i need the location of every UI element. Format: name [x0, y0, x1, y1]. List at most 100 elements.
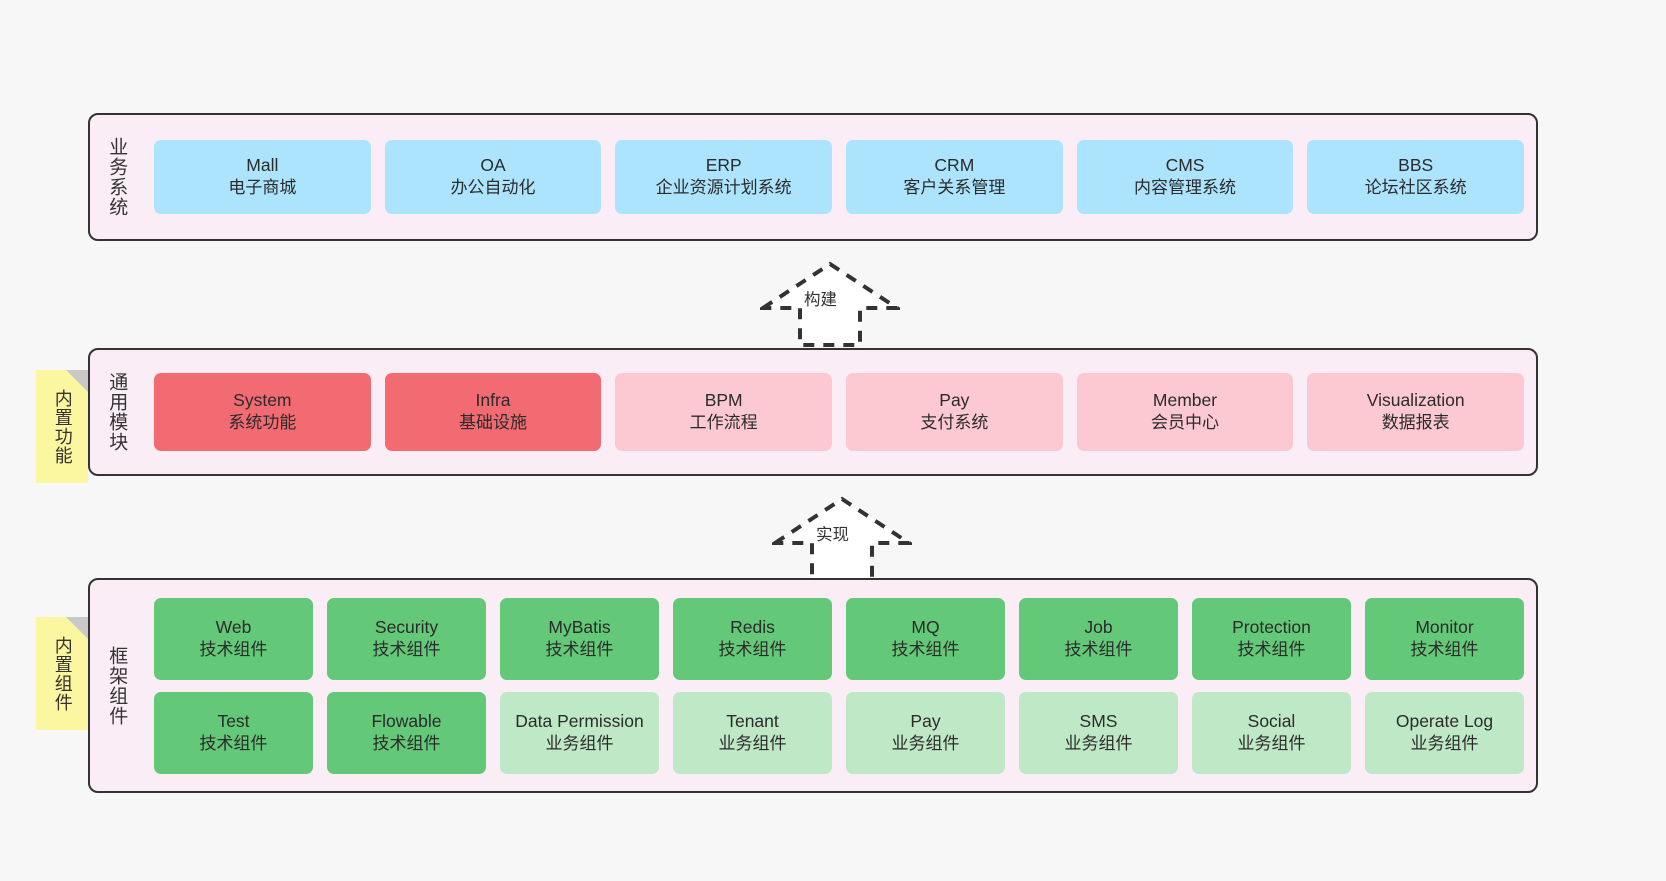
node-erp-sub: 企业资源计划系统 [655, 178, 792, 198]
node-test-sub: 技术组件 [199, 733, 268, 753]
node-tenant[interactable]: Tenant 业务组件 [673, 691, 832, 774]
node-pay-module-name: Pay [939, 390, 970, 411]
node-bbs[interactable]: BBS 论坛社区系统 [1307, 140, 1525, 214]
node-system-sub: 系统功能 [228, 413, 297, 433]
layer-framework-component: 框架组件 Web 技术组件 Security 技术组件 MyBatis 技术组件… [88, 578, 1538, 793]
node-mall-name: Mall [246, 155, 279, 176]
node-pay-module[interactable]: Pay 支付系统 [846, 373, 1063, 451]
node-mall-sub: 电子商城 [228, 178, 297, 198]
node-mq[interactable]: MQ 技术组件 [846, 597, 1005, 680]
node-security[interactable]: Security 技术组件 [327, 597, 486, 680]
node-tenant-name: Tenant [726, 710, 779, 731]
node-sms-name: SMS [1079, 710, 1118, 731]
node-security-name: Security [374, 616, 439, 637]
arrow-implement-glyph [772, 496, 912, 582]
node-oa-sub: 办公自动化 [450, 178, 536, 198]
node-social-sub: 业务组件 [1237, 733, 1306, 753]
node-pay-component-name: Pay [910, 710, 941, 731]
node-flowable-sub: 技术组件 [372, 733, 441, 753]
layer-framework-component-row-2: Test 技术组件 Flowable 技术组件 Data Permission … [154, 691, 1524, 774]
node-cms-name: CMS [1165, 155, 1205, 176]
node-protection[interactable]: Protection 技术组件 [1192, 597, 1351, 680]
node-system[interactable]: System 系统功能 [154, 373, 371, 451]
note-builtin-component: 内置组件 [36, 617, 88, 730]
node-operate-log[interactable]: Operate Log 业务组件 [1365, 691, 1524, 774]
layer-business-system-body: Mall 电子商城 OA 办公自动化 ERP 企业资源计划系统 CRM 客户关系… [142, 115, 1536, 239]
node-test[interactable]: Test 技术组件 [154, 691, 313, 774]
node-bpm[interactable]: BPM 工作流程 [615, 373, 833, 451]
node-pay-component[interactable]: Pay 业务组件 [846, 691, 1005, 774]
node-social[interactable]: Social 业务组件 [1192, 691, 1351, 774]
node-visualization-name: Visualization [1366, 390, 1465, 411]
node-oa[interactable]: OA 办公自动化 [384, 140, 602, 214]
node-sms-sub: 业务组件 [1064, 733, 1133, 753]
layer-common-module: 通用模块 System 系统功能 Infra 基础设施 BPM 工作流程 Pay… [88, 348, 1538, 476]
node-tenant-sub: 业务组件 [718, 733, 787, 753]
page-fold-icon [66, 617, 88, 639]
note-builtin-feature: 内置功能 [36, 370, 88, 483]
node-infra-name: Infra [475, 390, 511, 411]
node-visualization-sub: 数据报表 [1381, 413, 1450, 433]
node-bbs-sub: 论坛社区系统 [1364, 178, 1467, 198]
node-job[interactable]: Job 技术组件 [1019, 597, 1178, 680]
node-job-name: Job [1084, 616, 1113, 637]
node-monitor-name: Monitor [1415, 616, 1474, 637]
node-redis-name: Redis [730, 616, 775, 637]
node-bpm-sub: 工作流程 [689, 413, 758, 433]
node-flowable[interactable]: Flowable 技术组件 [327, 691, 486, 774]
node-mybatis-sub: 技术组件 [545, 639, 614, 659]
layer-framework-component-title: 框架组件 [106, 645, 128, 726]
layer-common-module-title: 通用模块 [106, 372, 128, 452]
node-protection-sub: 技术组件 [1237, 639, 1306, 659]
node-member[interactable]: Member 会员中心 [1076, 373, 1294, 451]
node-flowable-name: Flowable [371, 710, 442, 731]
node-data-permission[interactable]: Data Permission 业务组件 [500, 691, 659, 774]
node-erp[interactable]: ERP 企业资源计划系统 [615, 140, 833, 214]
node-redis[interactable]: Redis 技术组件 [673, 597, 832, 680]
node-crm-name: CRM [934, 155, 975, 176]
layer-framework-component-row-1: Web 技术组件 Security 技术组件 MyBatis 技术组件 Redi… [154, 597, 1524, 680]
arrow-build: 构建 [760, 258, 900, 348]
layer-common-module-row: System 系统功能 Infra 基础设施 BPM 工作流程 Pay 支付系统… [154, 373, 1525, 451]
note-builtin-component-label: 内置组件 [52, 635, 73, 712]
page-fold-icon [66, 370, 88, 392]
node-operate-log-sub: 业务组件 [1410, 733, 1479, 753]
node-mybatis[interactable]: MyBatis 技术组件 [500, 597, 659, 680]
node-infra[interactable]: Infra 基础设施 [384, 373, 602, 451]
node-monitor-sub: 技术组件 [1410, 639, 1479, 659]
node-bbs-name: BBS [1398, 155, 1434, 176]
node-web[interactable]: Web 技术组件 [154, 597, 313, 680]
node-web-sub: 技术组件 [199, 639, 268, 659]
node-web-name: Web [215, 616, 252, 637]
node-test-name: Test [217, 710, 250, 731]
node-mq-name: MQ [911, 616, 940, 637]
node-crm[interactable]: CRM 客户关系管理 [846, 140, 1063, 214]
node-monitor[interactable]: Monitor 技术组件 [1365, 597, 1524, 680]
node-mq-sub: 技术组件 [891, 639, 960, 659]
node-member-name: Member [1152, 390, 1218, 411]
node-sms[interactable]: SMS 业务组件 [1019, 691, 1178, 774]
node-cms[interactable]: CMS 内容管理系统 [1076, 140, 1294, 214]
layer-business-system-row: Mall 电子商城 OA 办公自动化 ERP 企业资源计划系统 CRM 客户关系… [154, 140, 1525, 214]
layer-framework-component-body: Web 技术组件 Security 技术组件 MyBatis 技术组件 Redi… [142, 580, 1536, 791]
node-member-sub: 会员中心 [1151, 413, 1220, 433]
node-oa-name: OA [480, 155, 506, 176]
arrow-implement-label: 实现 [816, 526, 849, 544]
node-operate-log-name: Operate Log [1395, 710, 1494, 731]
layer-business-system: 业务系统 Mall 电子商城 OA 办公自动化 ERP 企业资源计划系统 CRM… [88, 113, 1538, 241]
node-security-sub: 技术组件 [372, 639, 441, 659]
node-crm-sub: 客户关系管理 [903, 178, 1006, 198]
note-builtin-feature-label: 内置功能 [52, 388, 73, 465]
node-mall[interactable]: Mall 电子商城 [154, 140, 371, 214]
node-job-sub: 技术组件 [1064, 639, 1133, 659]
node-protection-name: Protection [1232, 616, 1311, 637]
node-visualization[interactable]: Visualization 数据报表 [1307, 373, 1525, 451]
node-infra-sub: 基础设施 [459, 413, 527, 433]
node-system-name: System [233, 390, 292, 411]
arrow-build-glyph [760, 261, 900, 347]
node-pay-component-sub: 业务组件 [891, 733, 960, 753]
node-mybatis-name: MyBatis [548, 616, 611, 637]
node-bpm-name: BPM [704, 390, 743, 411]
layer-business-system-title: 业务系统 [106, 137, 128, 217]
